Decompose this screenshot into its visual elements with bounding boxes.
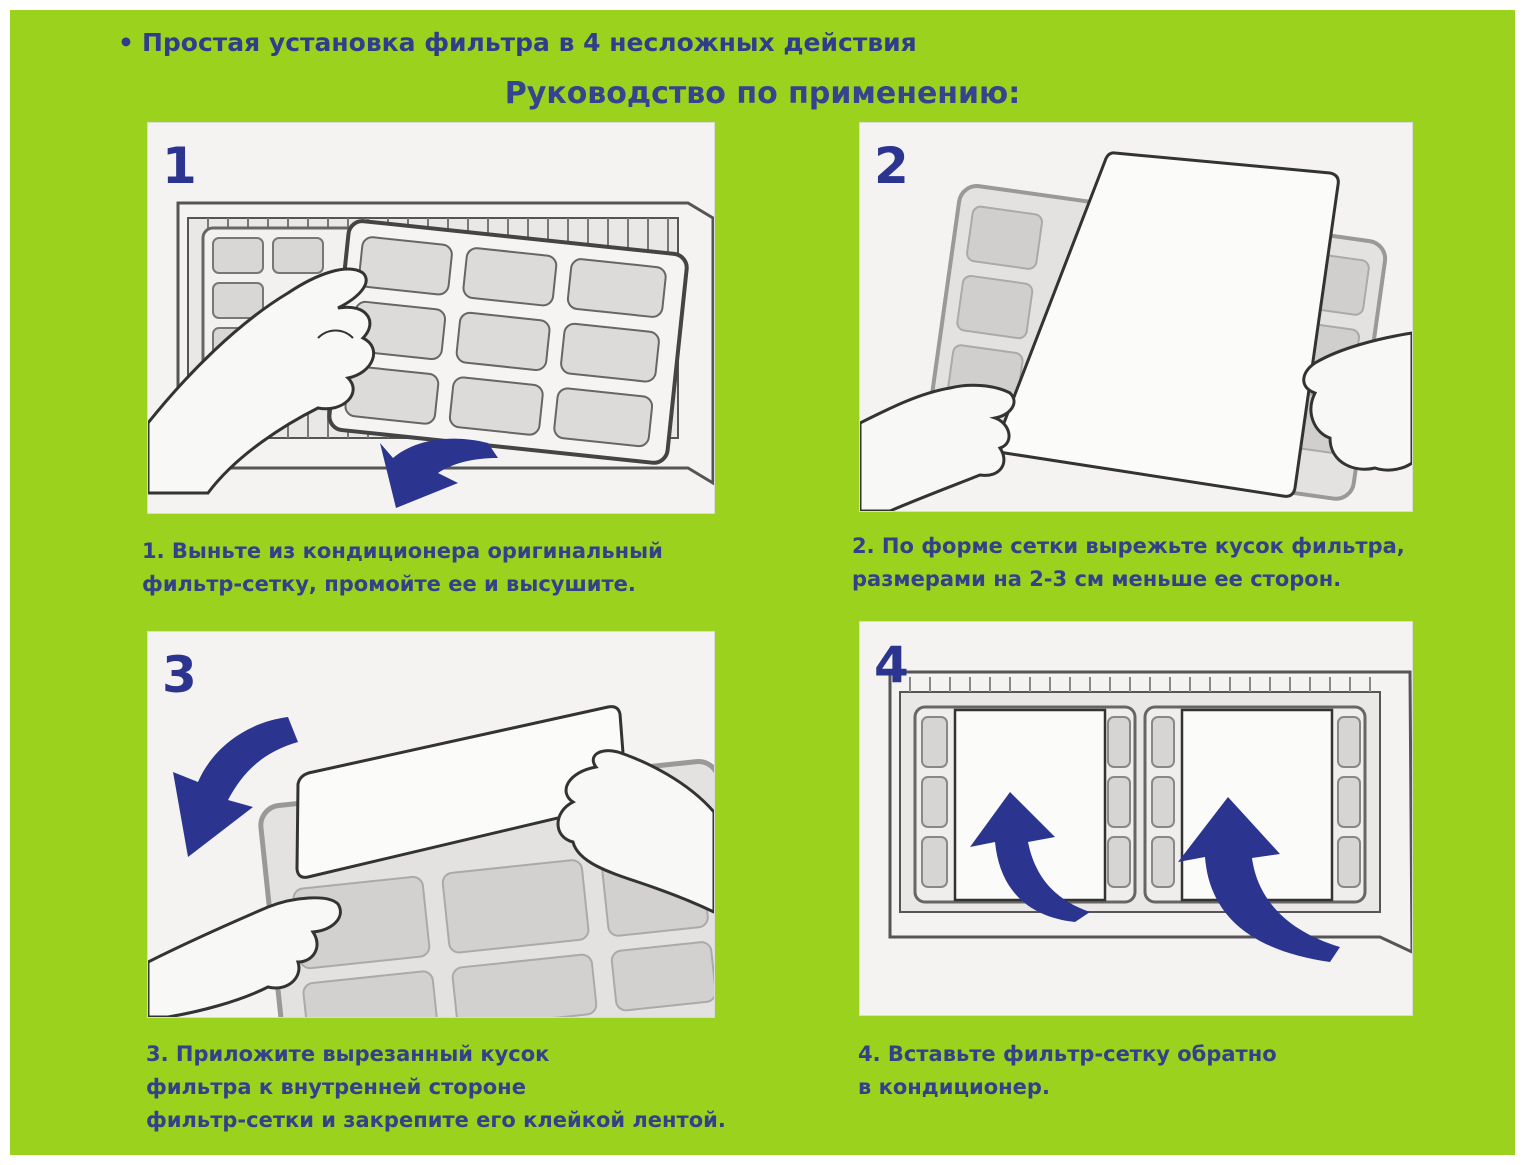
caption-line: 4. Вставьте фильтр-сетку обратно	[858, 1042, 1277, 1066]
caption-line: размерами на 2-3 см меньше ее сторон.	[852, 567, 1342, 591]
step-1-number: 1	[162, 137, 197, 195]
step-4-number: 4	[874, 636, 909, 694]
remove-filter-illustration	[148, 201, 714, 508]
instruction-sheet: •Простая установка фильтра в 4 несложных…	[10, 10, 1515, 1155]
step-2-illustration: 2	[860, 123, 1412, 511]
step-4-illustration: 4	[860, 622, 1412, 1015]
caption-line: в кондиционер.	[858, 1075, 1050, 1099]
step-3-number: 3	[162, 646, 197, 704]
caption-line: 1. Выньте из кондиционера оригинальный	[142, 539, 663, 563]
step-1-illustration: 1	[148, 123, 714, 513]
subtitle: Руководство по применению:	[504, 76, 1021, 111]
step-1-caption: 1. Выньте из кондиционера оригинальный ф…	[142, 535, 663, 601]
caption-line: фильтра к внутренней стороне	[146, 1075, 526, 1099]
cut-filter-illustration	[860, 151, 1412, 511]
caption-line: фильтр-сетки и закрепите его клейкой лен…	[146, 1108, 726, 1132]
insert-filter-illustration	[888, 670, 1412, 962]
step-3-illustration: 3	[148, 632, 714, 1017]
headline: •Простая установка фильтра в 4 несложных…	[118, 28, 917, 57]
step-4-caption: 4. Вставьте фильтр-сетку обратно в конди…	[858, 1038, 1277, 1104]
caption-line: фильтр-сетку, промойте ее и высушите.	[142, 572, 636, 596]
headline-text: Простая установка фильтра в 4 несложных …	[141, 28, 917, 57]
attach-filter-illustration	[148, 705, 714, 1017]
step-3-caption: 3. Приложите вырезанный кусок фильтра к …	[146, 1038, 726, 1137]
caption-line: 3. Приложите вырезанный кусок	[146, 1042, 550, 1066]
step-2-number: 2	[874, 137, 909, 195]
step-2-caption: 2. По форме сетки вырежьте кусок фильтра…	[852, 530, 1405, 596]
caption-line: 2. По форме сетки вырежьте кусок фильтра…	[852, 534, 1405, 558]
bullet: •	[118, 28, 134, 57]
